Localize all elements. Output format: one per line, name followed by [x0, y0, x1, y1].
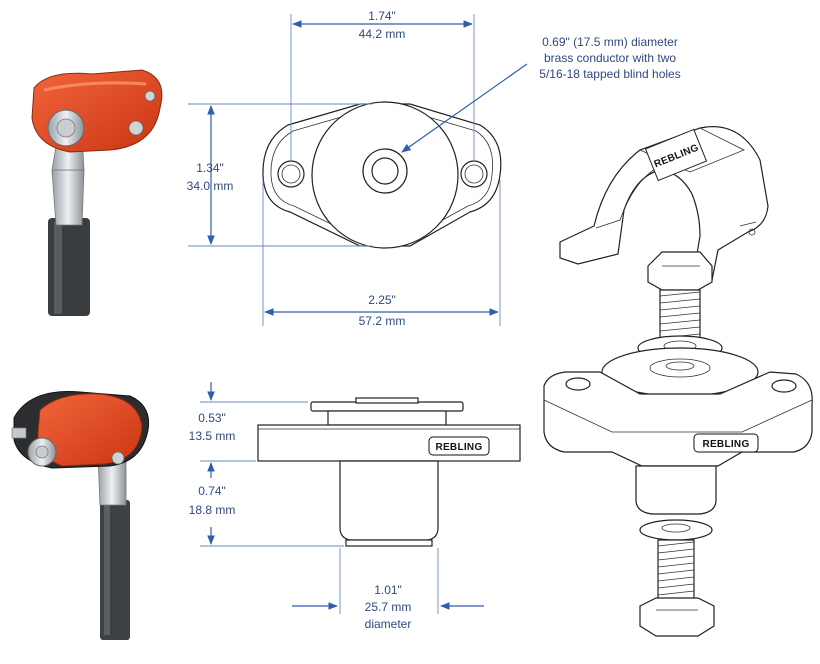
- callout-line-1: 0.69" (17.5 mm) diameter: [542, 35, 678, 49]
- callout-line-2: brass conductor with two: [544, 51, 676, 65]
- dim-overall-width-mm: 57.2 mm: [359, 314, 406, 328]
- brand-label-side: REBLING: [435, 442, 482, 453]
- dim-body-mm: 18.8 mm: [189, 503, 236, 517]
- dim-diameter-inch: 1.01": [374, 583, 402, 597]
- callout-leader: [401, 63, 528, 153]
- cable-lug-barrel: [51, 169, 85, 226]
- brand-label-base: REBLING: [702, 439, 749, 450]
- lower-cylinder: [635, 465, 717, 515]
- threaded-stud-bottom: [657, 539, 695, 603]
- callout-line-3: 5/16-18 tapped blind holes: [539, 67, 680, 81]
- dim-diameter-mm: 25.7 mm: [365, 600, 412, 614]
- dim-hole-spacing-inch: 1.74": [368, 9, 396, 23]
- hex-bolt-head-top: [647, 251, 713, 291]
- dim-height-inch: 1.34": [196, 161, 224, 175]
- dim-body-inch: 0.74": [198, 484, 226, 498]
- lock-washer-bottom: [639, 519, 713, 541]
- mount-screw: [128, 120, 144, 136]
- mount-hole-iso-left: [565, 377, 591, 391]
- hex-bolt-head-bottom: [639, 597, 715, 637]
- top-view-drawing: 1.74" 44.2 mm 1.34" 34.0 mm 2.25" 57.2 m…: [187, 9, 681, 328]
- dim-height-mm: 34.0 mm: [187, 179, 234, 193]
- isometric-view: REBLING REBLING: [543, 126, 813, 637]
- dim-overall-width-inch: 2.25": [368, 293, 396, 307]
- dim-diameter-suffix: diameter: [365, 617, 412, 631]
- photo-terminal-top: [31, 69, 163, 316]
- mount-hole-iso-right: [771, 379, 797, 393]
- dim-flange-mm: 13.5 mm: [189, 429, 236, 443]
- photo-terminal-side: [11, 391, 150, 640]
- dim-hole-spacing-mm: 44.2 mm: [359, 27, 406, 41]
- dim-flange-inch: 0.53": [198, 411, 226, 425]
- body-cylinder: [339, 460, 439, 541]
- side-view-drawing: REBLING 0.53" 13.5 mm 0.74" 18.8 mm 1.01…: [189, 382, 521, 631]
